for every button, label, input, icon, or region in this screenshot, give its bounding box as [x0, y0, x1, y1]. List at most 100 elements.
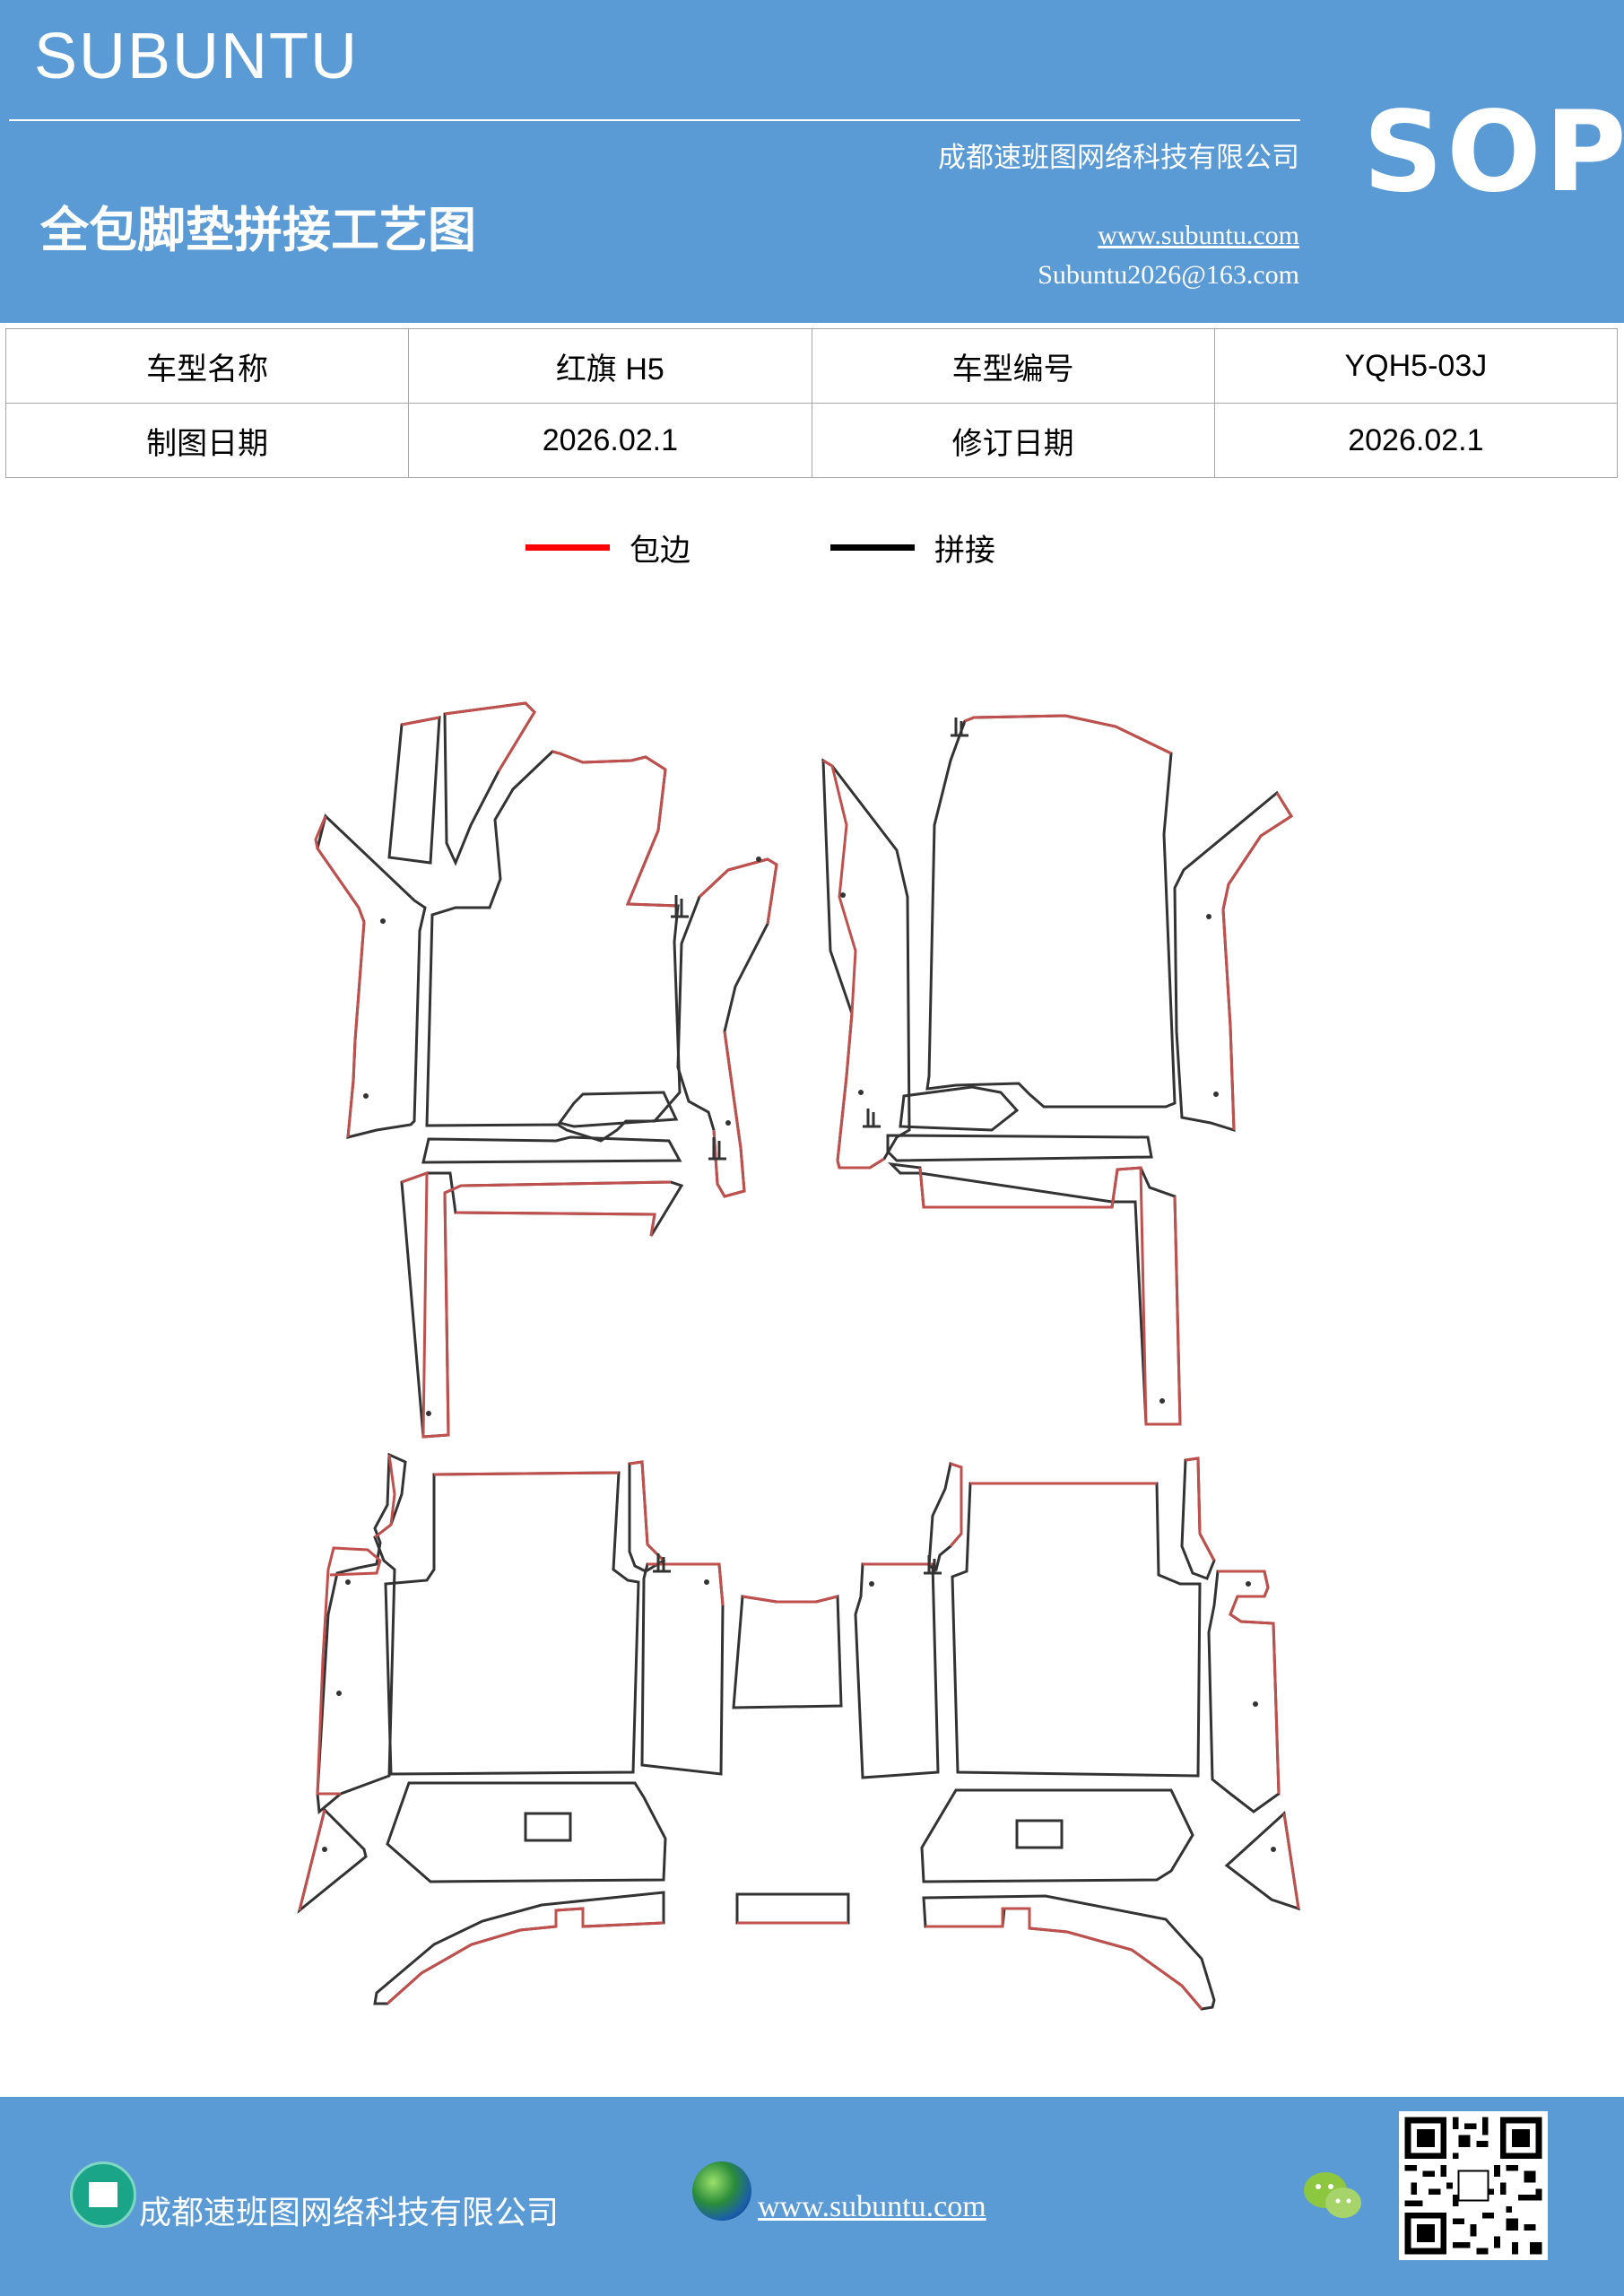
mat-piece — [551, 750, 679, 908]
mat-piece — [735, 1892, 850, 1925]
mat-piece — [925, 714, 1177, 1109]
table-cell: 修订日期 — [811, 403, 1215, 478]
table-row: 制图日期 2026.02.1 修订日期 2026.02.1 — [4, 403, 1619, 478]
mat-piece — [886, 1134, 1153, 1162]
globe-icon — [692, 2161, 751, 2221]
table-cell: 红旗 H5 — [408, 328, 812, 404]
header-company: 成都速班图网络科技有限公司 — [938, 142, 1299, 174]
page-header: SUBUNTU 成都速班图网络科技有限公司 SOP 全包脚垫拼接工艺图 www.… — [0, 0, 1624, 323]
mat-piece — [1218, 1570, 1281, 1795]
mat-piece — [387, 716, 441, 865]
center-mats — [732, 1595, 850, 1925]
legend-item-seam: 拼接 — [830, 520, 995, 574]
hole — [1246, 1581, 1251, 1587]
legend-label: 包边 — [630, 532, 690, 569]
mat-piece — [425, 750, 682, 1143]
mat-piece — [1185, 1457, 1216, 1561]
footer-company: 成都速班图网络科技有限公司 — [139, 2195, 560, 2231]
mat-piece — [629, 1460, 665, 1562]
mat-piece — [647, 1562, 725, 1606]
align-mark — [863, 1109, 881, 1128]
mat-piece — [373, 1891, 665, 2005]
mat-piece — [1015, 1819, 1064, 1849]
hole — [426, 1411, 431, 1416]
wechat-icon[interactable] — [1302, 2169, 1365, 2222]
mat-piece — [922, 1894, 1216, 2011]
hole — [869, 1581, 874, 1587]
mat-piece — [298, 1809, 326, 1911]
mat-piece — [951, 1482, 1202, 1778]
mat-piece — [316, 813, 427, 1139]
brand-logo: SUBUNTU — [34, 21, 360, 92]
mat-piece — [524, 1812, 572, 1842]
mat-piece — [401, 716, 440, 726]
mat-piece — [433, 1471, 620, 1476]
mat-piece — [316, 1454, 396, 1796]
mat-piece — [1221, 792, 1294, 1131]
mat-piece — [822, 759, 885, 1170]
mat-piece — [732, 1595, 843, 1709]
hole — [1271, 1847, 1276, 1852]
hole — [336, 1691, 342, 1696]
mat-piece — [925, 1907, 1203, 2010]
table-cell: 车型名称 — [4, 328, 410, 404]
mat-piece — [384, 1471, 640, 1776]
legend-swatch-edge — [525, 544, 610, 551]
mat-piece — [887, 1161, 1182, 1426]
header-divider — [9, 119, 1300, 121]
legend-label: 拼接 — [934, 532, 995, 569]
mat-piece — [401, 1170, 672, 1439]
mat-piece — [676, 857, 778, 1198]
header-email: Subuntu2026@163.com — [1038, 260, 1299, 290]
hole — [1159, 1398, 1165, 1404]
mat-piece — [742, 1595, 838, 1604]
mat-piece — [421, 1135, 682, 1164]
registration-marks — [322, 718, 1276, 1852]
mat-piece — [1224, 1811, 1300, 1911]
mat-piece — [314, 815, 366, 1138]
legend-item-edge: 包边 — [525, 520, 690, 574]
footer-url-link[interactable]: www.subuntu.com — [758, 2190, 986, 2223]
hole — [1206, 914, 1211, 919]
table-cell: 2026.02.1 — [408, 403, 812, 478]
mat-piece — [821, 758, 911, 1170]
hole — [345, 1579, 351, 1585]
align-mark — [671, 895, 689, 918]
building-icon — [70, 2161, 136, 2228]
front-right-mats — [821, 714, 1294, 1426]
align-mark — [708, 1137, 726, 1161]
info-table: 车型名称 红旗 H5 车型编号 YQH5-03J 制图日期 2026.02.1 … — [4, 328, 1619, 478]
mat-piece — [949, 1462, 963, 1547]
rear-right-mats — [854, 1457, 1300, 2011]
header-url-link[interactable]: www.subuntu.com — [1098, 221, 1299, 250]
hole — [725, 1120, 731, 1126]
hole — [380, 918, 386, 924]
table-cell: YQH5-03J — [1213, 328, 1619, 404]
hole — [840, 892, 846, 898]
table-cell: 2026.02.1 — [1213, 403, 1619, 478]
document-title: 全包脚垫拼接工艺图 — [40, 201, 476, 258]
mat-piece — [386, 1907, 664, 2005]
mat-piece — [444, 701, 536, 772]
mat-piece — [698, 857, 778, 1198]
floor-mat-diagram — [297, 701, 1300, 2011]
mat-piece — [640, 1562, 725, 1776]
mat-piece — [854, 1562, 940, 1779]
legend-swatch-seam — [830, 544, 915, 551]
qr-code — [1399, 2111, 1548, 2260]
mat-piece — [386, 1781, 667, 1883]
sop-label: SOP — [1363, 88, 1624, 217]
align-mark — [924, 1555, 942, 1575]
mat-piece — [964, 714, 1172, 755]
rear-left-mats — [297, 1452, 725, 2005]
page-footer: 成都速班图网络科技有限公司 www.subuntu.com — [0, 2097, 1624, 2296]
table-cell: 车型编号 — [811, 328, 1215, 404]
front-left-mats — [314, 701, 778, 1439]
mat-piece — [1282, 1813, 1300, 1909]
mat-piece — [557, 1091, 679, 1128]
mat-piece — [927, 1462, 963, 1572]
hole — [858, 1090, 864, 1095]
hole — [1253, 1701, 1258, 1707]
mat-piece — [1207, 1570, 1281, 1813]
table-row: 车型名称 红旗 H5 车型编号 YQH5-03J — [4, 328, 1619, 404]
